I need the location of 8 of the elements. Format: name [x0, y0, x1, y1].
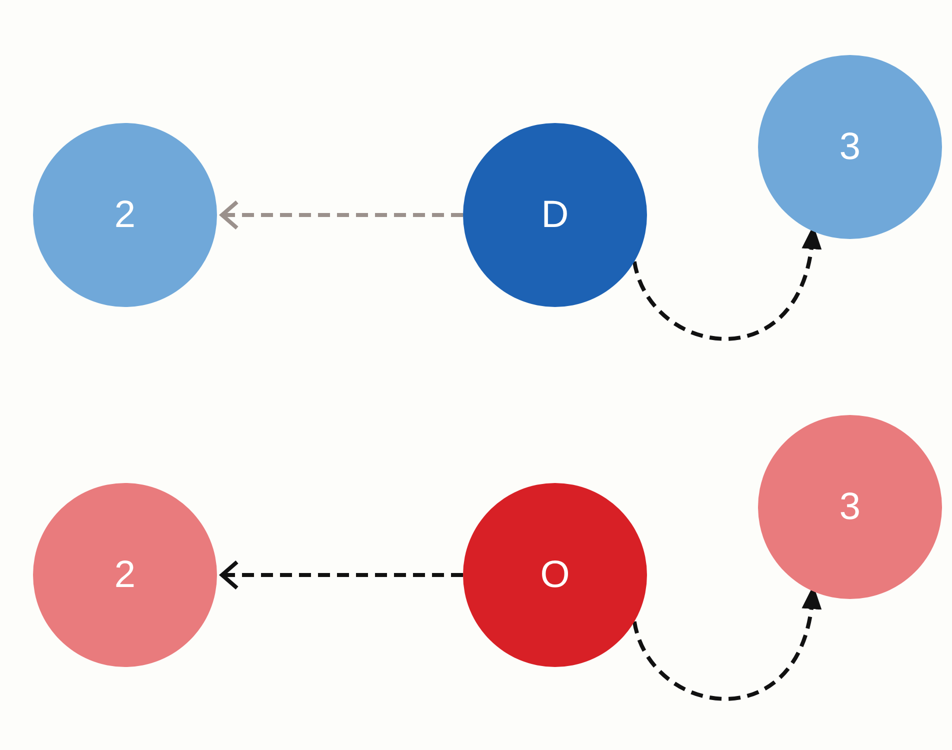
node-label: 3 [839, 488, 861, 526]
dashed-arrow [220, 200, 463, 230]
node-label: 2 [114, 556, 136, 594]
node-label: D [541, 196, 569, 234]
node-label: 3 [839, 128, 861, 166]
node-label: O [540, 556, 570, 594]
node-label: 2 [114, 196, 136, 234]
dashed-arrow [220, 560, 463, 590]
